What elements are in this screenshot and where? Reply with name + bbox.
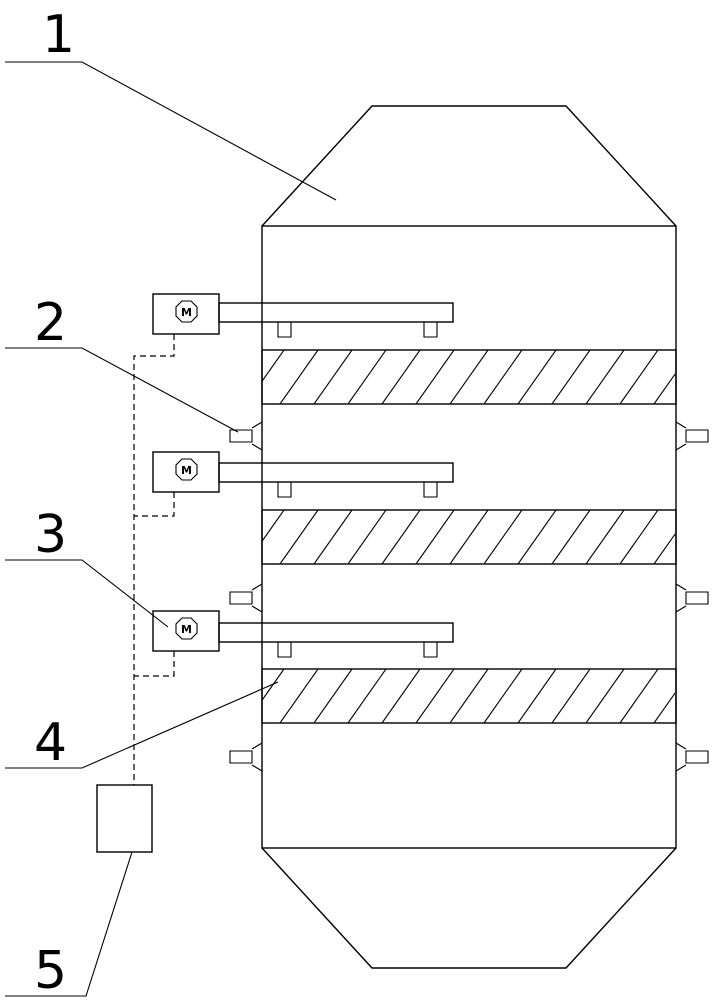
leader-line-5 bbox=[5, 851, 133, 997]
hatch-line bbox=[517, 350, 557, 404]
hatch-line bbox=[381, 510, 421, 564]
hatch-line bbox=[415, 510, 455, 564]
hatch-line bbox=[347, 510, 387, 564]
hatch-line bbox=[653, 692, 675, 723]
spray-nozzle-right bbox=[423, 322, 438, 338]
hatch-line bbox=[585, 510, 625, 564]
tower-top-cone bbox=[261, 105, 677, 227]
motor-m-icon bbox=[175, 458, 198, 481]
tower-bottom-cone bbox=[261, 847, 677, 969]
callout-label-4: 4 bbox=[34, 713, 67, 773]
hatch-line bbox=[381, 669, 421, 723]
callout-labels: 1 2 3 4 5 bbox=[34, 5, 75, 1000]
packing-bed-2-hatch bbox=[212, 510, 675, 564]
leader-lines bbox=[5, 61, 337, 997]
nozzle-left-1 bbox=[229, 421, 263, 451]
hatch-line bbox=[279, 510, 319, 564]
controller-box bbox=[96, 784, 153, 853]
hatch-line bbox=[262, 510, 285, 543]
side-nozzles bbox=[229, 421, 709, 772]
hatch-line bbox=[551, 669, 591, 723]
hatch-line bbox=[517, 510, 557, 564]
callout-label-1: 1 bbox=[42, 5, 75, 65]
nozzle-left-2 bbox=[229, 583, 263, 613]
motor-m-icon bbox=[175, 300, 198, 323]
hatch-line bbox=[449, 669, 489, 723]
hatch-line bbox=[415, 350, 455, 404]
spray-nozzle-left bbox=[277, 642, 292, 658]
spray-nozzle-right bbox=[423, 482, 438, 498]
leader-line-3 bbox=[5, 559, 169, 628]
hatch-line bbox=[449, 350, 489, 404]
nozzle-right-1 bbox=[675, 421, 709, 451]
motor-symbol-label: M bbox=[181, 464, 192, 477]
hatch-line bbox=[279, 669, 319, 723]
hatch-line bbox=[483, 510, 523, 564]
hatch-line bbox=[483, 669, 523, 723]
hatch-line bbox=[517, 669, 557, 723]
hatch-line bbox=[619, 350, 659, 404]
packing-bed-1-hatch bbox=[212, 350, 675, 404]
hatch-line bbox=[347, 350, 387, 404]
hatch-line bbox=[483, 350, 523, 404]
motor-m-icon bbox=[175, 617, 198, 640]
motor-symbol-label: M bbox=[181, 306, 192, 319]
motor-symbol-label: M bbox=[181, 623, 192, 636]
hatch-line bbox=[585, 669, 625, 723]
hatch-line bbox=[313, 510, 353, 564]
callout-label-2: 2 bbox=[34, 293, 67, 353]
nozzle-right-2 bbox=[675, 583, 709, 613]
hatch-line bbox=[449, 510, 489, 564]
hatch-line bbox=[262, 350, 285, 383]
nozzle-right-3 bbox=[675, 742, 709, 772]
packing-bed-3-hatch bbox=[212, 669, 675, 723]
spray-arm bbox=[218, 622, 454, 643]
packing-bed-3 bbox=[212, 668, 677, 724]
hatch-line bbox=[585, 350, 625, 404]
spray-arm bbox=[218, 302, 454, 323]
hatch-line bbox=[415, 669, 455, 723]
spray-nozzle-left bbox=[277, 482, 292, 498]
leader-line-4 bbox=[5, 681, 279, 769]
packing-bed-2 bbox=[212, 509, 677, 565]
hatch-line bbox=[381, 350, 421, 404]
hatch-line bbox=[347, 669, 387, 723]
packing-bed-1 bbox=[212, 349, 677, 405]
hatch-line bbox=[653, 533, 675, 564]
hatch-line bbox=[279, 350, 319, 404]
spray-nozzle-left bbox=[277, 322, 292, 338]
leader-line-2 bbox=[5, 347, 239, 433]
control-wiring bbox=[133, 334, 175, 785]
hatch-line bbox=[212, 350, 250, 404]
hatch-line bbox=[551, 350, 591, 404]
hatch-line bbox=[212, 510, 250, 564]
hatch-line bbox=[313, 669, 353, 723]
callout-label-3: 3 bbox=[34, 505, 67, 565]
motor-assembly-3: M bbox=[152, 610, 454, 658]
leader-line-1 bbox=[5, 61, 337, 201]
hatch-line bbox=[551, 510, 591, 564]
hatch-line bbox=[619, 669, 659, 723]
spray-nozzle-right bbox=[423, 642, 438, 658]
hatch-line bbox=[262, 669, 285, 702]
hatch-line bbox=[653, 373, 675, 404]
motor-assembly-2: M bbox=[152, 451, 454, 498]
spray-arm bbox=[218, 462, 454, 483]
callout-label-5: 5 bbox=[34, 941, 67, 1000]
hatch-line bbox=[212, 669, 250, 723]
hatch-line bbox=[619, 510, 659, 564]
nozzle-left-3 bbox=[229, 742, 263, 772]
motor-assembly-1: M bbox=[152, 293, 454, 338]
hatch-line bbox=[313, 350, 353, 404]
